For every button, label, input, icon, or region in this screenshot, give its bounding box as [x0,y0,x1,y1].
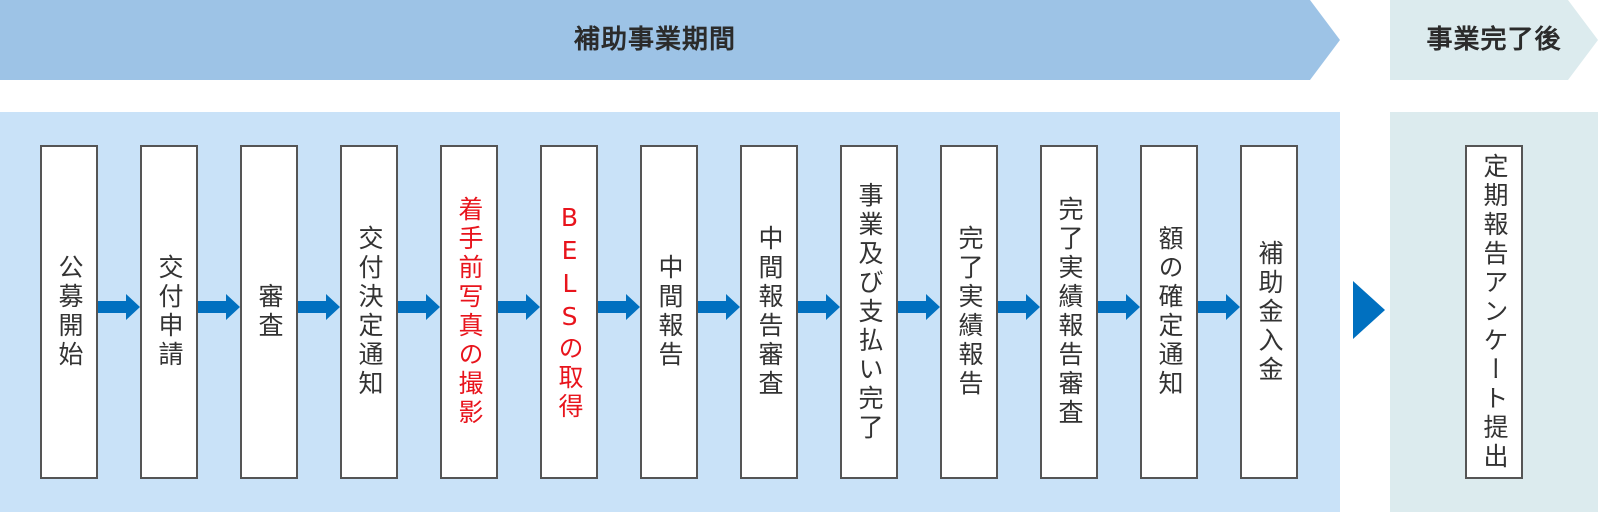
flow-step-label: 額の確定通知 [1155,225,1184,399]
flow-arrow-icon [898,294,940,320]
flow-step-2: 交付申請 [140,145,198,479]
phase-banner [0,0,1598,80]
flow-step-label: 交付決定通知 [355,225,384,399]
flow-step-1: 公募開始 [40,145,98,479]
phase-banner-main-arrow [0,0,1340,80]
phase-title-after: 事業完了後 [1426,25,1562,55]
flow-step-label: 定期報告アンケート提出 [1480,152,1509,472]
flow-step-label: 公募開始 [55,254,84,370]
flow-step-12: 額の確定通知 [1140,145,1198,479]
flow-arrow-icon [598,294,640,320]
flow-step-periodic-report: 定期報告アンケート提出 [1465,145,1523,479]
flow-step-label: 着手前写真の撮影 [455,196,484,428]
flow-step-label: 審査 [255,283,284,341]
flow-step-label: 補助金入金 [1255,239,1284,385]
flow-step-3: 審査 [240,145,298,479]
flow-step-7: 中間報告 [640,145,698,479]
flow-arrow-icon [1098,294,1140,320]
phase-title-main: 補助事業期間 [573,25,736,55]
flow-arrow-icon [1198,294,1240,320]
flow-arrow-icon [998,294,1040,320]
phase-banner-after-arrow [1390,0,1598,80]
flow-step-6: BELSの取得 [540,145,598,479]
flow-step-11: 完了実績報告審査 [1040,145,1098,479]
flow-arrow-icon [498,294,540,320]
flow-step-label: 中間報告審査 [755,225,784,399]
flow-step-4: 交付決定通知 [340,145,398,479]
flow-arrow-icon [198,294,240,320]
flow-step-label: BELSの取得 [555,202,584,422]
flow-arrow-icon [698,294,740,320]
flow-arrow-icon [98,294,140,320]
flow-step-label: 完了実績報告 [955,225,984,399]
flow-step-10: 完了実績報告 [940,145,998,479]
flow-arrow-icon [298,294,340,320]
flow-step-8: 中間報告審査 [740,145,798,479]
flow-arrow-icon [798,294,840,320]
flow-step-label: 交付申請 [155,254,184,370]
flow-step-label: 完了実績報告審査 [1055,196,1084,428]
flow-arrow-icon [398,294,440,320]
flow-step-label: 中間報告 [655,254,684,370]
flow-step-13: 補助金入金 [1240,145,1298,479]
flow-step-label: 事業及び支払い完了 [855,181,884,443]
flow-step-9: 事業及び支払い完了 [840,145,898,479]
flow-step-5: 着手前写真の撮影 [440,145,498,479]
phase-transition-arrow-icon [1353,281,1385,339]
